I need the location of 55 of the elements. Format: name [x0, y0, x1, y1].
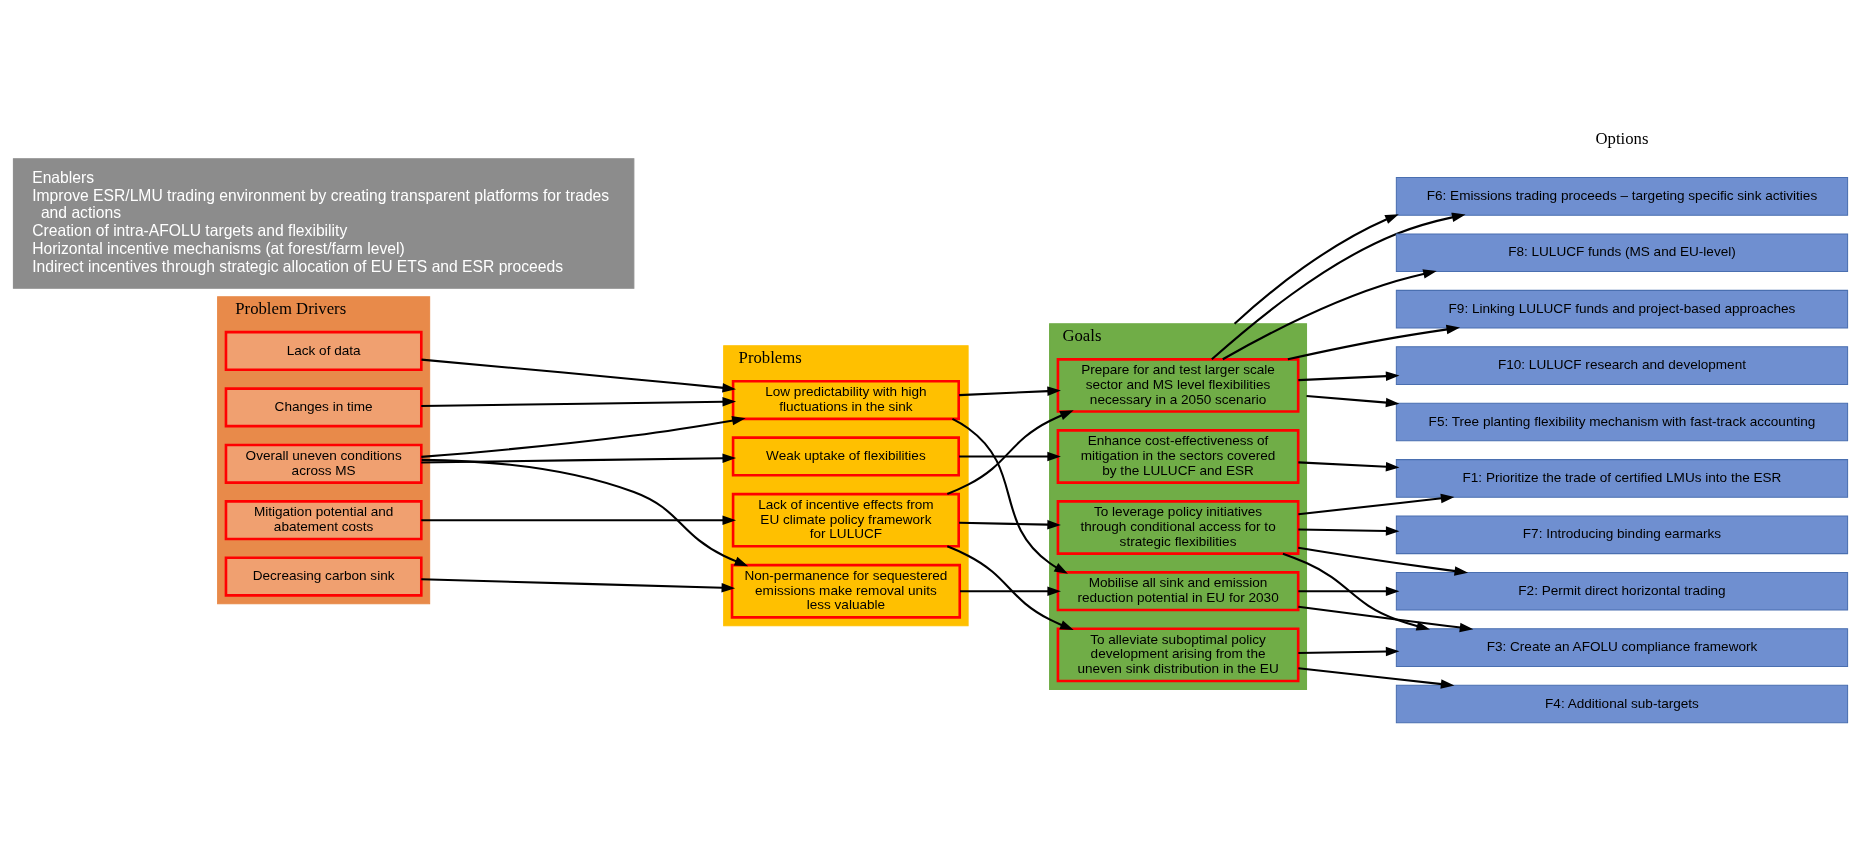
node-box: Non-permanence for sequestered emissions make removal units less valuable — [730, 563, 962, 619]
arrow — [1233, 214, 1399, 325]
node-box: Weak uptake of flexibilities — [731, 436, 960, 477]
arrow — [421, 578, 736, 593]
node-box: Changes in time — [224, 387, 423, 428]
node-box: Lack of incentive effects from EU climate policy framework for LULUCF — [731, 492, 960, 548]
arrow — [959, 519, 1061, 530]
arrow — [1298, 605, 1474, 633]
arrow — [1298, 526, 1400, 536]
arrow — [1298, 461, 1400, 472]
node-box: F2: Permit direct horizontal trading — [1395, 571, 1849, 611]
arrow — [959, 386, 1061, 397]
node-box: F4: Additional sub-targets — [1395, 684, 1849, 724]
node-box: Overall uneven conditions across MS — [224, 443, 423, 484]
arrow — [421, 397, 737, 408]
node-box: Low predictability with high fluctuations in the sink — [731, 379, 960, 421]
arrow — [1298, 371, 1400, 382]
node-box: F6: Emissions trading proceeds – targeting specific sink activities — [1395, 177, 1849, 216]
node-box: To leverage policy initiatives through conditional access for to strategic flexibilities — [1056, 500, 1300, 555]
node-box: F8: LULUCF funds (MS and EU-level) — [1395, 233, 1849, 273]
arrow — [1298, 586, 1400, 596]
arrow — [960, 586, 1061, 596]
arrow — [421, 415, 746, 458]
arrow — [959, 451, 1061, 462]
arrow — [1211, 212, 1466, 361]
arrow — [1298, 667, 1455, 689]
node-box: Prepare for and test larger scale sector and MS level flexibilities necessary in a 2050 scenario — [1056, 358, 1300, 413]
arrow — [421, 458, 749, 567]
node-box: Mobilise all sink and emission reduction potential in EU for 2030 — [1056, 571, 1300, 612]
arrow — [1282, 552, 1431, 631]
arrow — [421, 358, 737, 393]
node-box: Mitigation potential and abatement costs — [224, 500, 423, 541]
arrow — [946, 545, 1074, 631]
arrow — [951, 417, 1068, 574]
node-box: To alleviate suboptimal policy development arising from the uneven sink distribution in the EU — [1056, 627, 1300, 683]
node-box: F9: Linking LULUCF funds and project-based approaches — [1395, 289, 1849, 329]
arrow — [1298, 546, 1469, 576]
arrow — [1222, 269, 1437, 361]
arrow — [1287, 324, 1461, 361]
node-box: F1: Prioritize the trade of certified LMUs into the ESR — [1395, 459, 1849, 498]
arrow — [1306, 394, 1400, 408]
node-box: F5: Tree planting flexibility mechanism with fast-track accounting — [1395, 402, 1849, 442]
node-box: Enablers Improve ESR/LMU trading environment by creating transparent platforms for trades and actions Creation of intra-AFOLU targets and flexibility Horizontal incentive mechanisms (at forest/farm level) Indirect incentives through strategic allocation of EU ETS and ESR proceeds — [12, 158, 635, 289]
node-box: Decreasing carbon sink — [224, 556, 423, 597]
arrow — [946, 410, 1074, 496]
node-box: F7: Introducing binding earmarks — [1395, 515, 1849, 555]
label: Options — [1595, 128, 1649, 148]
node-box: F10: LULUCF research and development — [1395, 346, 1849, 385]
node-box: Lack of data — [224, 330, 423, 372]
node-box: Enhance cost-effectiveness of mitigation in the sectors covered by the LULUCF and ESR — [1056, 429, 1300, 484]
node-box: F3: Create an AFOLU compliance framework — [1395, 628, 1849, 667]
arrow — [421, 453, 737, 464]
arrow — [1298, 646, 1400, 657]
arrow — [421, 515, 737, 525]
arrow — [1298, 493, 1455, 516]
